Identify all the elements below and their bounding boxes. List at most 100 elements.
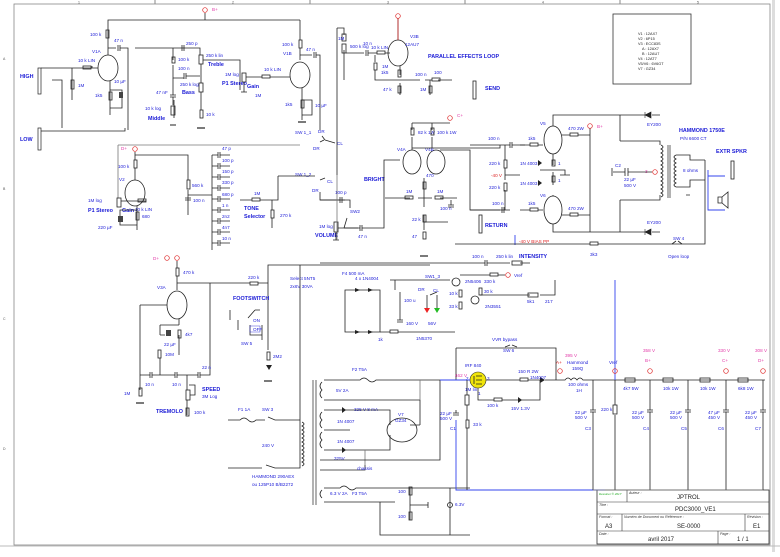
wire — [470, 207, 505, 213]
component-label: 1k5 — [528, 136, 536, 141]
page-number: 1 / 1 — [737, 537, 749, 543]
resistor-symbol — [116, 197, 122, 208]
component-label: B+ — [212, 7, 218, 12]
switch-sw1-1: SW 1_1 — [295, 130, 312, 135]
col-label: 3 — [387, 1, 389, 5]
component-label: 10 µF — [114, 79, 126, 84]
wire — [540, 377, 545, 383]
node-symbol — [647, 368, 653, 374]
component-label: 450 V — [745, 415, 758, 420]
component-label: 10 k LIN — [78, 58, 95, 63]
component-label: 470 — [426, 173, 434, 178]
resistor-symbol — [185, 389, 191, 401]
col-label: 2 — [232, 1, 234, 5]
resistor-symbol — [135, 211, 140, 221]
component-label: 1M — [406, 189, 413, 194]
component-label: Page : — [720, 532, 730, 536]
wire — [240, 176, 279, 228]
component-label: 1M log — [319, 224, 333, 229]
tone-selector-label: TONE — [244, 206, 259, 212]
component-label: 3k3 — [590, 252, 598, 257]
wire — [170, 78, 176, 105]
component-label: 1N 4007 — [337, 439, 355, 444]
component-label: 1N5370 — [416, 336, 433, 341]
wire — [673, 154, 677, 188]
resistor-symbol — [341, 33, 347, 42]
component-label: 150 R 2W — [518, 369, 539, 374]
wire — [540, 280, 556, 296]
component-label: 3 — [487, 376, 490, 381]
bright-label: BRIGHT — [364, 177, 385, 183]
scrollbar[interactable] — [772, 0, 775, 552]
component-label: 82 k 1W — [418, 130, 436, 135]
wire — [346, 50, 390, 56]
wire — [760, 380, 766, 490]
component-label: 308 V — [755, 348, 768, 353]
resistor-symbol — [251, 197, 261, 202]
resistor-symbol — [737, 377, 749, 383]
wire — [333, 159, 400, 241]
component-label: C3 — [585, 426, 591, 431]
component-label: 1M — [78, 83, 85, 88]
wire — [590, 380, 596, 490]
wire — [540, 169, 570, 176]
wire — [647, 380, 653, 490]
wire — [385, 145, 510, 230]
tube-v1b — [289, 61, 311, 89]
resistor-symbol — [465, 419, 470, 429]
component-label: SW 6 — [503, 348, 515, 353]
component-label: 100 — [434, 70, 442, 75]
component-label: 5V 2A — [336, 388, 349, 393]
component-label: 3M Log — [202, 394, 218, 399]
led-red — [424, 308, 430, 313]
wire — [538, 160, 542, 166]
wire — [320, 380, 441, 461]
component-label: 1N 4003 — [520, 181, 538, 186]
component-label: 100 k — [194, 410, 206, 415]
resistor-symbol — [376, 50, 386, 55]
wire — [538, 180, 542, 186]
component-label: 100 k — [118, 164, 130, 169]
resistor-symbol — [249, 281, 259, 286]
component-label: 56V — [428, 321, 437, 326]
component-label: Bass — [182, 90, 195, 96]
wire — [364, 380, 421, 465]
component-label: 1M — [124, 391, 131, 396]
component-label: V2 — [119, 177, 125, 182]
output-stage: EY200 EY200 HAMMOND 1750E P/N 6600 CT 3 … — [611, 111, 747, 259]
component-label: 47 k — [383, 87, 392, 92]
node-symbol — [612, 368, 618, 374]
resistor-symbol — [662, 377, 674, 383]
component-label: 330 p — [222, 180, 234, 185]
component-label: 1N4007 — [530, 375, 547, 380]
component-label: 100 n — [492, 201, 504, 206]
node-symbol — [164, 255, 170, 261]
component-label: 450 V — [708, 415, 721, 420]
wire — [139, 304, 180, 390]
tremolo-label: TREMOLO — [156, 409, 183, 415]
wire — [200, 59, 241, 110]
component-label: F2 T5A — [352, 367, 368, 372]
component-label: V3A — [157, 285, 167, 290]
component-label: 3 — [645, 169, 648, 174]
component-label: V5 — [540, 121, 546, 126]
document-number: SE-0000 — [677, 524, 701, 530]
regulator: VVR bypass SW 6 IRF 840 462 V 2 3 1 150 … — [440, 337, 605, 491]
tube-v4b — [426, 149, 446, 175]
component-label: DR — [418, 287, 425, 292]
component-label: 160 V — [406, 321, 419, 326]
resistor-symbol — [493, 397, 503, 402]
component-label: 10k 1W — [663, 386, 679, 391]
component-label: 4k7 5W — [623, 386, 639, 391]
resistor-symbol — [612, 13, 692, 85]
node-b-plus-top — [202, 7, 208, 13]
wire — [379, 487, 470, 536]
wire — [290, 265, 301, 469]
author: JPTROL — [677, 495, 701, 501]
wire — [301, 421, 305, 467]
wire — [342, 407, 346, 413]
component-label: C+ — [457, 113, 463, 118]
component-label: 1k5 — [285, 102, 293, 107]
resistor-symbol — [249, 325, 261, 333]
resistor-symbol — [300, 99, 305, 109]
